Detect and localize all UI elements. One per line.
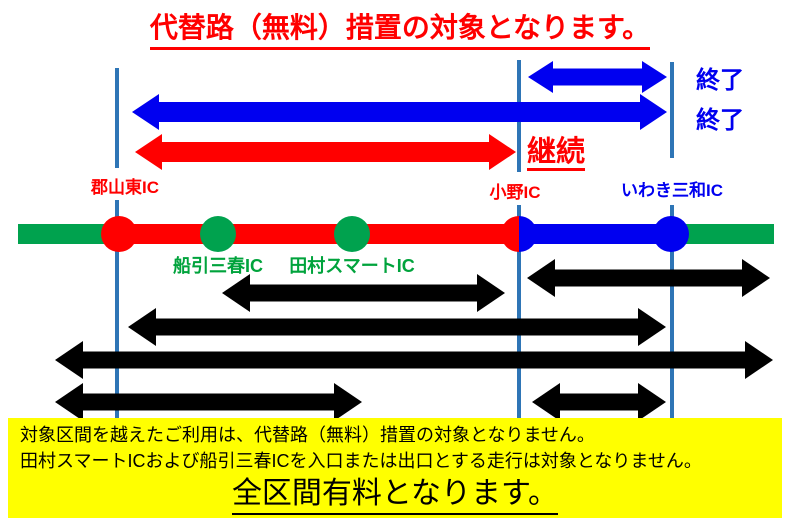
arrow-right-head: [477, 274, 505, 312]
arrow-body: [79, 393, 338, 411]
arrow-left-head: [128, 308, 156, 346]
trip-arrow-koriyama-iwaki: [128, 308, 666, 346]
notice-line-1: 対象区間を越えたご利用は、代替路（無料）措置の対象となりません。: [20, 425, 595, 445]
station-label-funehiki-miharu: 船引三春IC: [173, 256, 263, 276]
station-label-iwaki-miwa: いわき三和IC: [621, 181, 723, 200]
trip-arrow-ono-iwaki: [532, 383, 666, 421]
station-marker-ono: [501, 216, 537, 252]
station-label-ono: 小野IC: [489, 183, 541, 202]
trip-arrow-left-tamura: [55, 383, 362, 421]
notice-box: 対象区間を越えたご利用は、代替路（無料）措置の対象となりません。 田村スマートI…: [8, 418, 782, 518]
arrow-body: [155, 102, 644, 122]
arrow-body: [79, 351, 749, 369]
arrow-left-head: [132, 94, 159, 130]
arrow-left-head: [527, 259, 555, 297]
arrow-body: [158, 142, 493, 162]
continued-label: 継続: [527, 136, 586, 171]
arrow-right-head: [742, 259, 770, 297]
station-label-koriyama-higashi: 郡山東IC: [91, 178, 159, 197]
boundary-line-iwaki-lower: [670, 205, 674, 418]
arrow-body: [246, 284, 481, 302]
road-segment-outside-left: [18, 224, 110, 244]
station-marker-funehiki-miharu: [200, 216, 236, 252]
arrow-left-head: [55, 341, 83, 379]
arrow-right-head: [638, 383, 666, 421]
ended-label-2: 終了: [696, 107, 744, 134]
arrow-right-head: [489, 134, 516, 170]
arrow-right-head: [640, 94, 667, 130]
road-segment-ono-iwaki: [520, 224, 671, 244]
arrow-right-head: [745, 341, 773, 379]
station-marker-iwaki-miwa: [653, 216, 689, 252]
station-marker-koriyama-higashi: [101, 216, 137, 252]
road-segment-koriyama-ono: [110, 224, 520, 244]
station-label-tamura-smart: 田村スマートIC: [289, 256, 415, 276]
boundary-line-koriyama-upper: [115, 68, 119, 168]
arrow-left-head: [135, 134, 162, 170]
trip-arrow-full-span: [55, 341, 773, 379]
boundary-line-ono-lower: [517, 205, 521, 418]
arrow-body: [152, 318, 642, 336]
notice-line-3: 全区間有料となります。: [231, 475, 559, 515]
ended-label-1: 終了: [696, 67, 744, 94]
arrow-body: [549, 68, 646, 86]
boundary-line-koriyama-lower: [115, 200, 119, 418]
arrow-body: [556, 393, 642, 411]
title-row: 代替路（無料）措置の対象となります。: [0, 6, 800, 50]
road-segment-outside-right: [671, 224, 774, 244]
boundary-line-iwaki-upper: [670, 62, 674, 158]
trip-arrow-funehiki-ono: [222, 274, 505, 312]
continued-arrow-koriyama-ono: [135, 134, 516, 170]
arrow-right-head: [638, 308, 666, 346]
notice-line-3-row: 全区間有料となります。: [20, 475, 770, 515]
station-marker-tamura-smart: [334, 216, 370, 252]
ended-arrow-ono-iwaki: [528, 61, 667, 93]
arrow-left-head: [222, 274, 250, 312]
arrow-left-head: [532, 383, 560, 421]
arrow-right-head: [334, 383, 362, 421]
arrow-right-head: [642, 61, 667, 93]
trip-arrow-ono-beyond-iwaki: [527, 259, 770, 297]
page-title: 代替路（無料）措置の対象となります。: [149, 6, 651, 50]
arrow-body: [551, 269, 746, 287]
notice-line-2: 田村スマートICおよび船引三春ICを入口または出口とする走行は対象となりません。: [20, 451, 702, 471]
arrow-left-head: [55, 383, 83, 421]
ended-arrow-koriyama-iwaki: [132, 94, 667, 130]
arrow-left-head: [528, 61, 553, 93]
